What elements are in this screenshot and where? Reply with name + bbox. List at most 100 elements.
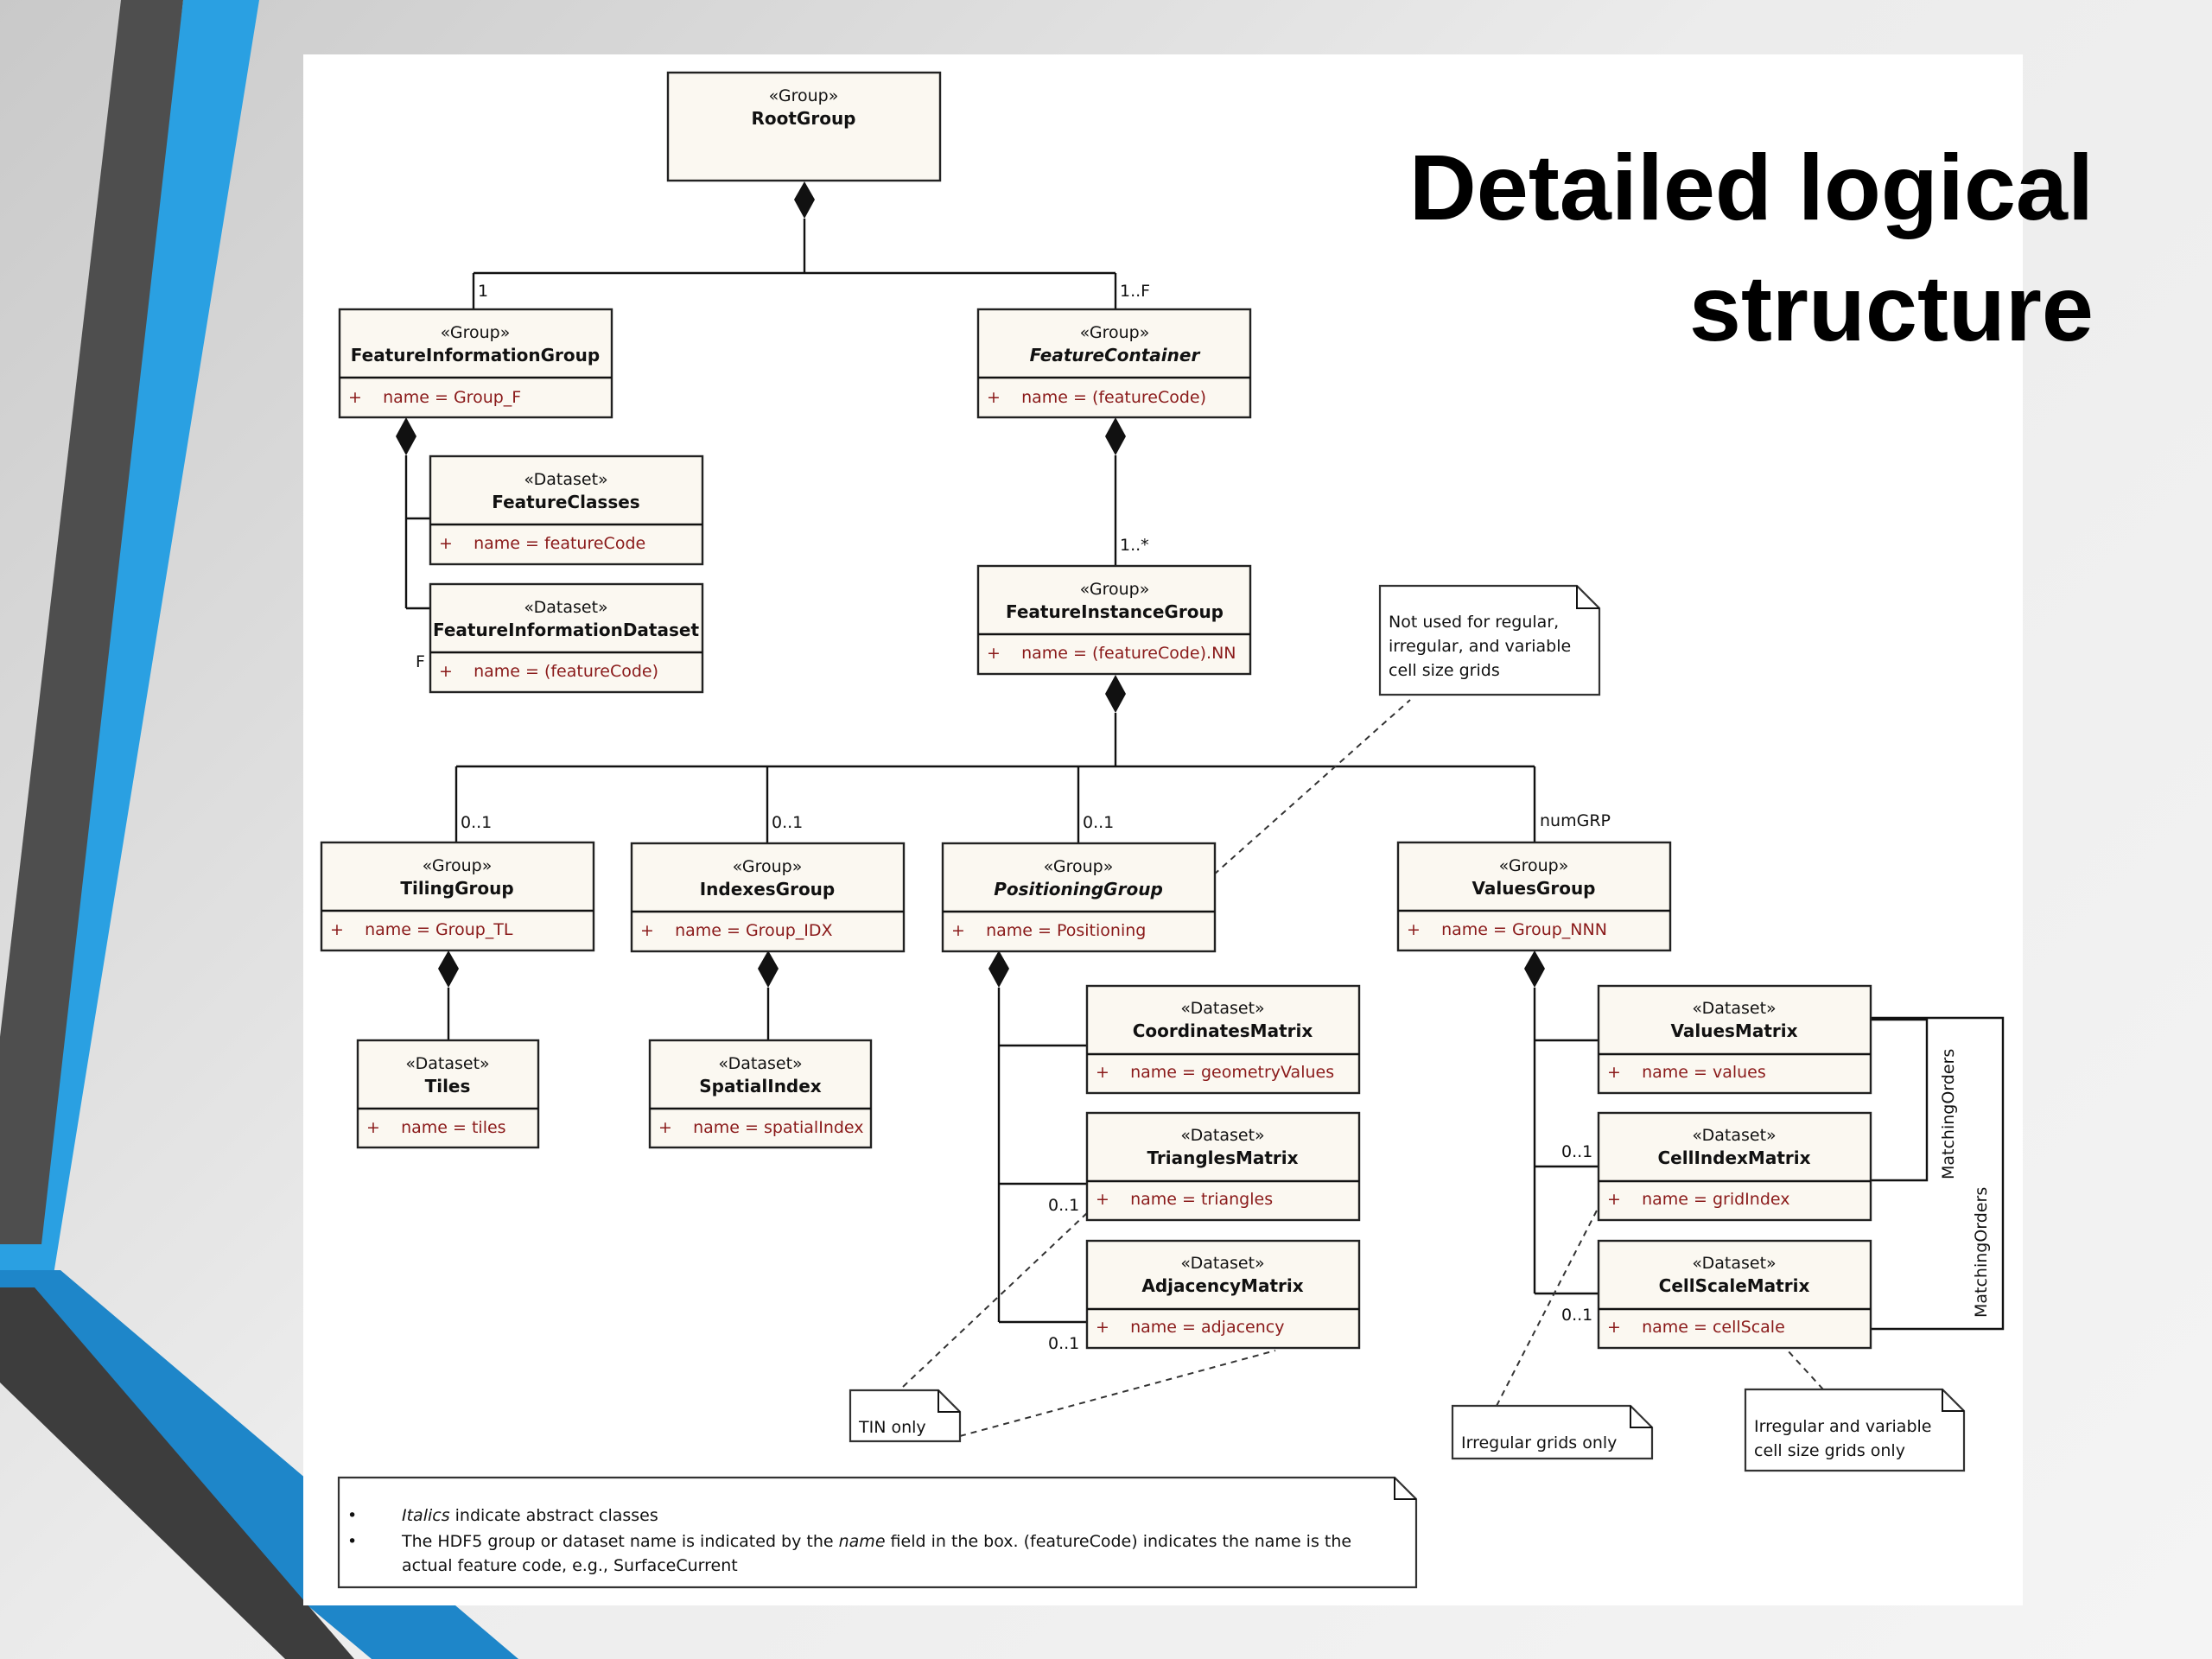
composition-diamond: [758, 950, 779, 988]
connectors: [396, 181, 2005, 1437]
class-attribute: + name = (featureCode): [439, 662, 658, 681]
class-cell-scale-matrix: «Dataset» CellScaleMatrix + name = cellS…: [1597, 1239, 1872, 1350]
class-stereotype: «Group»: [441, 323, 511, 342]
class-stereotype: «Dataset»: [1692, 1126, 1776, 1145]
note-line: Irregular and variable: [1754, 1417, 1931, 1436]
note-tin-only: TIN only: [849, 1389, 962, 1443]
matching-orders-label-1: MatchingOrders: [1939, 1049, 1958, 1179]
class-stereotype: «Group»: [769, 86, 839, 105]
note-line: TIN only: [858, 1418, 926, 1437]
class-name: CellIndexMatrix: [1658, 1147, 1811, 1168]
mult-info-dataset: F: [416, 652, 425, 671]
class-name: RootGroup: [751, 108, 855, 129]
class-attribute: + name = Positioning: [951, 921, 1146, 940]
class-attribute: + name = values: [1607, 1063, 1766, 1082]
class-spatial-index: «Dataset» SpatialIndex + name = spatialI…: [648, 1039, 873, 1149]
class-name: PositioningGroup: [994, 879, 1163, 899]
slide-title-line-2: structure: [1688, 256, 2094, 360]
class-stereotype: «Group»: [1080, 323, 1150, 342]
note-line: Not used for regular,: [1389, 613, 1559, 632]
mult-adjacency: 0..1: [1048, 1334, 1079, 1353]
class-attribute: + name = gridIndex: [1607, 1190, 1789, 1209]
class-stereotype: «Dataset»: [1180, 999, 1264, 1018]
note-irregular-grids: Irregular grids only: [1451, 1404, 1654, 1460]
class-name: ValuesGroup: [1471, 878, 1595, 899]
class-stereotype: «Group»: [1044, 857, 1114, 876]
legend-note: • Italics indicate abstract classes • Th…: [337, 1476, 1418, 1589]
class-name: Tiles: [425, 1076, 471, 1096]
class-stereotype: «Group»: [733, 857, 803, 876]
class-feature-instance-group: «Group» FeatureInstanceGroup + name = (f…: [976, 564, 1252, 676]
composition-diamond: [988, 950, 1009, 988]
class-name: FeatureInformationDataset: [433, 620, 699, 640]
mult-positioning: 0..1: [1083, 813, 1114, 832]
matching-orders-label-2: MatchingOrders: [1972, 1187, 1991, 1318]
composition-diamond: [1105, 675, 1126, 713]
legend-bullet: •: [347, 1506, 357, 1525]
note-line: cell size grids: [1389, 661, 1500, 680]
class-triangles-matrix: «Dataset» TrianglesMatrix + name = trian…: [1085, 1111, 1361, 1222]
class-values-matrix: «Dataset» ValuesMatrix + name = values: [1597, 984, 1872, 1095]
class-name: SpatialIndex: [699, 1076, 822, 1096]
gray-stripe: [0, 0, 183, 1274]
legend-item-2: The HDF5 group or dataset name is indica…: [401, 1532, 1351, 1551]
class-stereotype: «Dataset»: [524, 470, 607, 489]
note-line: irregular, and variable: [1389, 637, 1571, 656]
class-feature-information-group: «Group» FeatureInformationGroup + name =…: [338, 308, 613, 419]
composition-diamond: [438, 950, 459, 988]
class-attribute: + name = Group_TL: [330, 920, 513, 939]
composition-diamond: [396, 417, 416, 455]
class-stereotype: «Dataset»: [718, 1054, 802, 1073]
note-line: Irregular grids only: [1461, 1433, 1617, 1452]
class-name: FeatureInstanceGroup: [1006, 601, 1224, 622]
class-feature-classes: «Dataset» FeatureClasses + name = featur…: [429, 454, 704, 566]
class-stereotype: «Dataset»: [1180, 1126, 1264, 1145]
composition-diamond: [1524, 950, 1545, 988]
class-indexes-group: «Group» IndexesGroup + name = Group_IDX: [630, 842, 906, 953]
mult-cellindex: 0..1: [1561, 1142, 1592, 1161]
composition-diamond: [794, 181, 815, 219]
class-name: FeatureClasses: [492, 492, 639, 512]
class-name: FeatureContainer: [1030, 345, 1201, 365]
class-stereotype: «Dataset»: [405, 1054, 489, 1073]
mult-container-instance: 1..*: [1120, 536, 1149, 555]
class-attribute: + name = adjacency: [1096, 1318, 1284, 1337]
class-attribute: + name = featureCode: [439, 534, 645, 553]
note-not-used-grids: Not used for regular, irregular, and var…: [1378, 584, 1601, 696]
class-positioning-group: «Group» PositioningGroup + name = Positi…: [941, 842, 1217, 953]
class-attribute: + name = cellScale: [1607, 1318, 1785, 1337]
class-coordinates-matrix: «Dataset» CoordinatesMatrix + name = geo…: [1085, 984, 1361, 1095]
class-name: CellScaleMatrix: [1659, 1275, 1810, 1296]
class-name: FeatureInformationGroup: [351, 345, 600, 365]
class-adjacency-matrix: «Dataset» AdjacencyMatrix + name = adjac…: [1085, 1239, 1361, 1350]
mult-root-container: 1..F: [1120, 282, 1150, 301]
class-stereotype: «Dataset»: [524, 598, 607, 617]
mult-triangles: 0..1: [1048, 1196, 1079, 1215]
class-stereotype: «Dataset»: [1180, 1254, 1264, 1273]
dark-bottom-stripe: [0, 1287, 354, 1659]
class-feature-information-dataset: «Dataset» FeatureInformationDataset + na…: [429, 582, 704, 694]
class-stereotype: «Dataset»: [1692, 999, 1776, 1018]
class-attribute: + name = (featureCode).NN: [987, 644, 1236, 663]
class-tiling-group: «Group» TilingGroup + name = Group_TL: [320, 841, 595, 952]
class-root-group: «Group» RootGroup: [666, 71, 942, 182]
class-name: AdjacencyMatrix: [1141, 1275, 1303, 1296]
class-feature-container: «Group» FeatureContainer + name = (featu…: [976, 308, 1252, 419]
note-irregular-variable: Irregular and variable cell size grids o…: [1744, 1388, 1966, 1472]
class-values-group: «Group» ValuesGroup + name = Group_NNN: [1396, 841, 1672, 952]
class-attribute: + name = (featureCode): [987, 388, 1206, 407]
class-attribute: + name = spatialIndex: [658, 1118, 864, 1137]
legend-bullet: •: [347, 1532, 357, 1551]
class-stereotype: «Group»: [1080, 580, 1150, 599]
mult-indexes: 0..1: [772, 813, 803, 832]
class-name: TrianglesMatrix: [1147, 1147, 1298, 1168]
class-stereotype: «Group»: [1499, 856, 1569, 875]
class-attribute: + name = Group_NNN: [1407, 920, 1607, 939]
slide-title-line-1: Detailed logical: [1408, 135, 2094, 239]
legend-item-2-line2: actual feature code, e.g., SurfaceCurren…: [402, 1556, 738, 1575]
class-stereotype: «Dataset»: [1692, 1254, 1776, 1273]
class-name: ValuesMatrix: [1670, 1020, 1797, 1041]
class-tiles: «Dataset» Tiles + name = tiles: [356, 1039, 540, 1149]
class-attribute: + name = triangles: [1096, 1190, 1273, 1209]
